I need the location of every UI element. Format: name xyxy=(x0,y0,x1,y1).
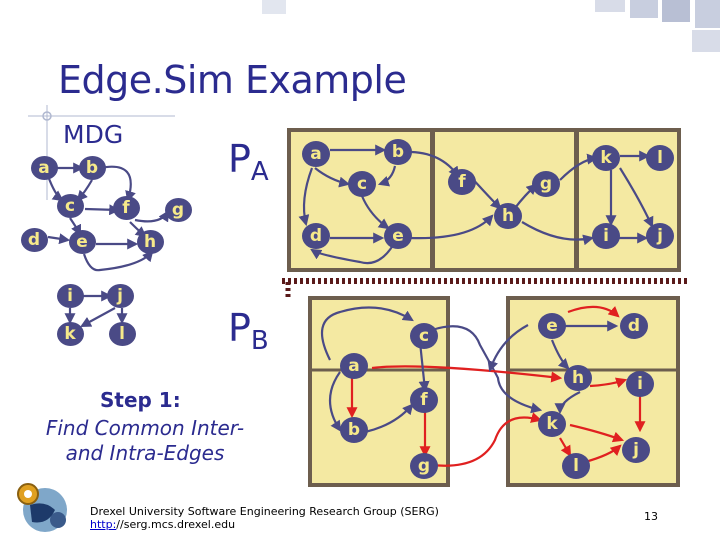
pb-node-d: d xyxy=(620,313,648,339)
pa-node-i: i xyxy=(592,223,620,249)
pb-edge xyxy=(550,339,570,370)
step-label: Step 1: xyxy=(100,388,181,412)
pa-node-h: h xyxy=(494,203,522,229)
footer-link-line: http://serg.mcs.drexel.edu xyxy=(90,518,439,531)
serg-logo xyxy=(17,483,67,532)
step-description-line-1: Find Common Inter- xyxy=(45,416,245,440)
mdg-node-i: i xyxy=(56,284,84,308)
pa-node-e: e xyxy=(384,223,412,249)
pb-edge xyxy=(431,412,543,467)
footer-link-prefix: http: xyxy=(90,518,117,531)
pa-edge xyxy=(360,195,390,230)
pa-node-c: c xyxy=(348,171,376,197)
step-description: Find Common Inter- and Intra-Edges xyxy=(20,416,270,466)
corner-decoration xyxy=(262,0,720,52)
mdg-edge xyxy=(47,233,71,245)
crosshair-decoration xyxy=(28,105,175,200)
pa-node-b: b xyxy=(384,139,412,165)
pb-edge xyxy=(559,437,572,457)
pb-edges xyxy=(320,305,646,467)
pb-edge xyxy=(569,423,625,443)
pa-edge xyxy=(298,167,314,227)
pa-node-j: j xyxy=(646,223,674,249)
pb-edge xyxy=(364,403,414,434)
mdg-node-a: a xyxy=(30,156,58,180)
pb-label: PB xyxy=(228,306,269,356)
pb-node-l: l xyxy=(562,453,590,479)
pa-edge xyxy=(377,165,397,187)
pa-label: PA xyxy=(228,137,269,187)
pa-partition xyxy=(287,128,681,272)
pb-node-k: k xyxy=(538,411,566,437)
mdg-edge xyxy=(80,307,116,328)
step-description-line-2: and Intra-Edges xyxy=(65,441,225,465)
mdg-node-b: b xyxy=(78,156,106,180)
mdg-node-c: c xyxy=(56,194,84,218)
mdg-node-h: h xyxy=(136,230,164,254)
pb-edge xyxy=(554,391,581,415)
mdg-edge xyxy=(46,175,64,202)
mdg-node-k: k xyxy=(56,322,84,346)
pb-node-e: e xyxy=(538,313,566,339)
pa-edge xyxy=(314,167,351,188)
pb-edge xyxy=(371,365,563,383)
mdg-edge xyxy=(134,210,170,223)
pb-edge xyxy=(329,371,342,432)
pa-cluster-2 xyxy=(431,128,578,272)
pa-node-l: l xyxy=(646,145,674,171)
pb-edge xyxy=(487,324,529,373)
pb-node-a: a xyxy=(340,353,368,379)
mdg-node-g: g xyxy=(164,198,192,222)
pa-edge xyxy=(310,241,396,265)
pb-label-sub: B xyxy=(250,326,269,356)
pa-edge xyxy=(521,221,595,246)
pb-edge xyxy=(320,306,414,361)
mdg-node-l: l xyxy=(108,322,136,346)
footer-link[interactable]: http: xyxy=(90,518,116,531)
footer-org: Drexel University Software Engineering R… xyxy=(90,505,439,518)
footer-link-rest: //serg.mcs.drexel.edu xyxy=(116,518,236,531)
pa-node-f: f xyxy=(448,169,476,195)
pb-edge xyxy=(567,305,620,318)
pa-node-g: g xyxy=(532,171,560,197)
pb-node-b: b xyxy=(340,417,368,443)
pb-node-c: c xyxy=(410,323,438,349)
mdg-edge xyxy=(82,250,154,272)
pb-node-g: g xyxy=(410,453,438,479)
slide-title: Edge.Sim Example xyxy=(58,58,407,102)
pa-label-main: P xyxy=(228,137,251,181)
mdg-label: MDG xyxy=(63,120,124,149)
pb-node-i: i xyxy=(626,371,654,397)
pb-label-main: P xyxy=(228,306,251,350)
pa-node-k: k xyxy=(592,145,620,171)
mdg-node-f: f xyxy=(112,196,140,220)
pb-node-h: h xyxy=(564,365,592,391)
footer: Drexel University Software Engineering R… xyxy=(90,505,439,531)
page-number: 13 xyxy=(644,510,658,523)
pa-label-sub: A xyxy=(250,157,269,187)
pa-node-a: a xyxy=(302,141,330,167)
mdg-edge xyxy=(99,165,136,203)
mdg-node-j: j xyxy=(106,284,134,308)
pa-edge xyxy=(409,214,494,240)
pb-edge xyxy=(418,341,430,393)
mdg-node-e: e xyxy=(68,230,96,254)
pa-edge xyxy=(619,167,654,228)
pb-node-f: f xyxy=(410,387,438,413)
pb-node-j: j xyxy=(622,437,650,463)
pb-edge xyxy=(589,377,628,388)
mdg-node-d: d xyxy=(20,228,48,252)
pa-node-d: d xyxy=(302,223,330,249)
